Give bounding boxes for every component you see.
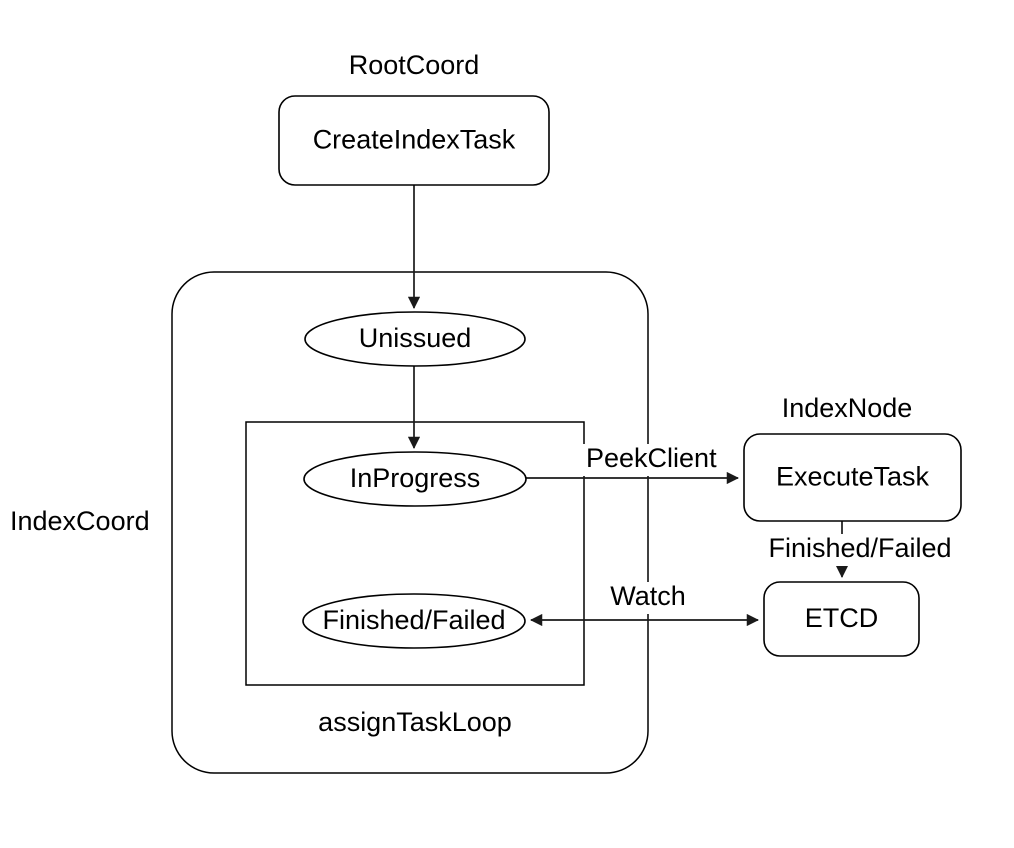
node-label-create-index-task: CreateIndexTask <box>313 125 516 155</box>
node-label-finished-failed: Finished/Failed <box>322 605 505 635</box>
edge-label-backdrop-etcd-watch-finishedfailed <box>611 582 685 614</box>
group-label-indexcoord: IndexCoord <box>10 506 150 536</box>
node-shape-etcd <box>763 581 920 657</box>
node-unissued[interactable]: Unissued <box>304 311 526 367</box>
group-label-assigntaskloop: assignTaskLoop <box>318 707 512 737</box>
node-etcd[interactable]: ETCD <box>763 581 920 657</box>
edge-label-backdrop-executetask-to-etcd <box>755 534 965 566</box>
node-finished-failed[interactable]: Finished/Failed <box>302 593 526 649</box>
node-label-unissued: Unissued <box>359 323 472 353</box>
edge-label-backdrop-inprogress-to-executetask <box>583 444 725 476</box>
node-shape-unissued <box>304 311 526 367</box>
edge-label-inprogress-to-executetask: PeekClient <box>586 443 717 473</box>
edge-label-executetask-to-etcd: Finished/Failed <box>768 533 951 563</box>
edge-label-etcd-watch-finishedfailed: Watch <box>610 581 686 611</box>
group-container-indexcoord <box>171 271 649 774</box>
group-container-assigntaskloop <box>245 421 585 686</box>
group-containers-layer <box>171 271 649 774</box>
group-label-rootcoord: RootCoord <box>349 50 480 80</box>
group-label-indexnode: IndexNode <box>782 393 913 423</box>
node-execute-task[interactable]: ExecuteTask <box>743 433 962 522</box>
node-create-index-task[interactable]: CreateIndexTask <box>278 95 550 186</box>
node-shape-in-progress <box>303 451 527 507</box>
node-shape-create-index-task <box>278 95 550 186</box>
node-label-etcd: ETCD <box>805 603 879 633</box>
nodes-layer: CreateIndexTaskUnissuedInProgressFinishe… <box>278 95 962 657</box>
node-label-execute-task: ExecuteTask <box>776 462 930 492</box>
node-shape-execute-task <box>743 433 962 522</box>
node-shape-finished-failed <box>302 593 526 649</box>
node-in-progress[interactable]: InProgress <box>303 451 527 507</box>
node-label-in-progress: InProgress <box>350 463 481 493</box>
